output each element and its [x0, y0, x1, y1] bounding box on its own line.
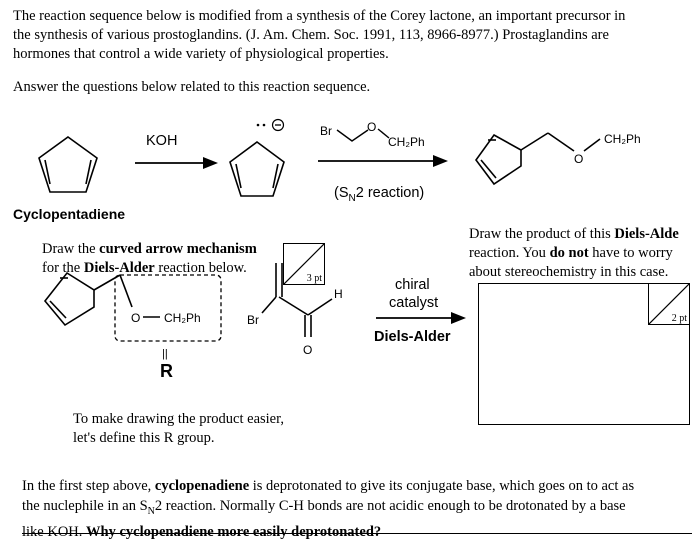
- diene-structure: [43, 271, 160, 327]
- product-answer-box[interactable]: 2 pt: [478, 283, 690, 425]
- alkylator-o: O: [367, 120, 376, 134]
- acidity-question: In the first step above, cyclopenadiene …: [22, 478, 635, 540]
- reaction-arrow-2: [318, 155, 448, 167]
- cyclopentadienyl-anion-structure: [229, 141, 285, 197]
- reaction-arrow-3: [376, 312, 466, 324]
- instruction-text: Answer the questions below related to th…: [13, 79, 371, 95]
- dienophile-o: O: [303, 343, 312, 357]
- cyclopentadiene-label: Cyclopentadiene: [13, 206, 125, 222]
- diene-ch2ph: CH₂Ph: [164, 311, 201, 325]
- dienophile-h: H: [334, 287, 343, 301]
- diels-alder-emphasis: Diels-Alder: [83, 260, 155, 276]
- reaction-arrow-1: [135, 157, 218, 169]
- mechanism-question: Draw the curved arrow mechanism for the …: [42, 241, 257, 276]
- product-question: Draw the product of this Diels-Alde reac…: [469, 226, 679, 280]
- condition-catalyst: catalyst: [389, 295, 438, 311]
- intro-line-3: hormones that control a wide variety of …: [13, 46, 389, 62]
- negative-charge-icon: [271, 118, 285, 132]
- alkylator-bonds: [336, 129, 369, 142]
- lone-pair-dots: [256, 123, 266, 127]
- product-score-box[interactable]: 2 pt: [648, 283, 690, 325]
- dienophile-structure: [261, 263, 333, 337]
- condition-diels-alder: Diels-Alder: [374, 329, 451, 345]
- intro-paragraph: The reaction sequence below is modified …: [13, 7, 625, 64]
- r-label: R: [160, 361, 173, 381]
- alkylator-ch2ph: CH₂Ph: [388, 135, 425, 149]
- alkylator-br: Br: [320, 124, 332, 138]
- product-ch2ph: CH₂Ph: [604, 132, 641, 146]
- dienophile-br: Br: [247, 313, 259, 327]
- alkylation-product-structure: [475, 132, 601, 186]
- diene-o: O: [131, 311, 140, 325]
- intro-line-1: The reaction sequence below is modified …: [13, 8, 626, 24]
- condition-chiral: chiral: [395, 277, 430, 293]
- reagent-koh: KOH: [146, 133, 177, 149]
- mechanism-points: 3 pt: [306, 273, 322, 284]
- intro-line-2: the synthesis of various prostoglandins.…: [13, 27, 609, 43]
- product-points: 2 pt: [671, 313, 687, 324]
- sn2-condition: (SN2 reaction): [334, 185, 424, 204]
- product-o: O: [574, 152, 583, 166]
- equals-sign: ||: [162, 348, 168, 360]
- answer-line[interactable]: [22, 533, 692, 534]
- reaction-scheme-1: Cyclopentadiene KOH Br O CH₂Ph (SN2 reac…: [13, 118, 641, 222]
- r-group-note: To make drawing the product easier, let'…: [73, 411, 284, 446]
- reaction-scheme-2: O CH₂Ph || R Br H O chiral catalyst Diel…: [43, 263, 466, 381]
- curved-arrow-emphasis: curved arrow mechanism: [99, 241, 257, 257]
- cyclopentadiene-structure: [38, 136, 98, 193]
- r-group-box: [114, 274, 222, 342]
- mechanism-score-box[interactable]: 3 pt: [283, 243, 325, 285]
